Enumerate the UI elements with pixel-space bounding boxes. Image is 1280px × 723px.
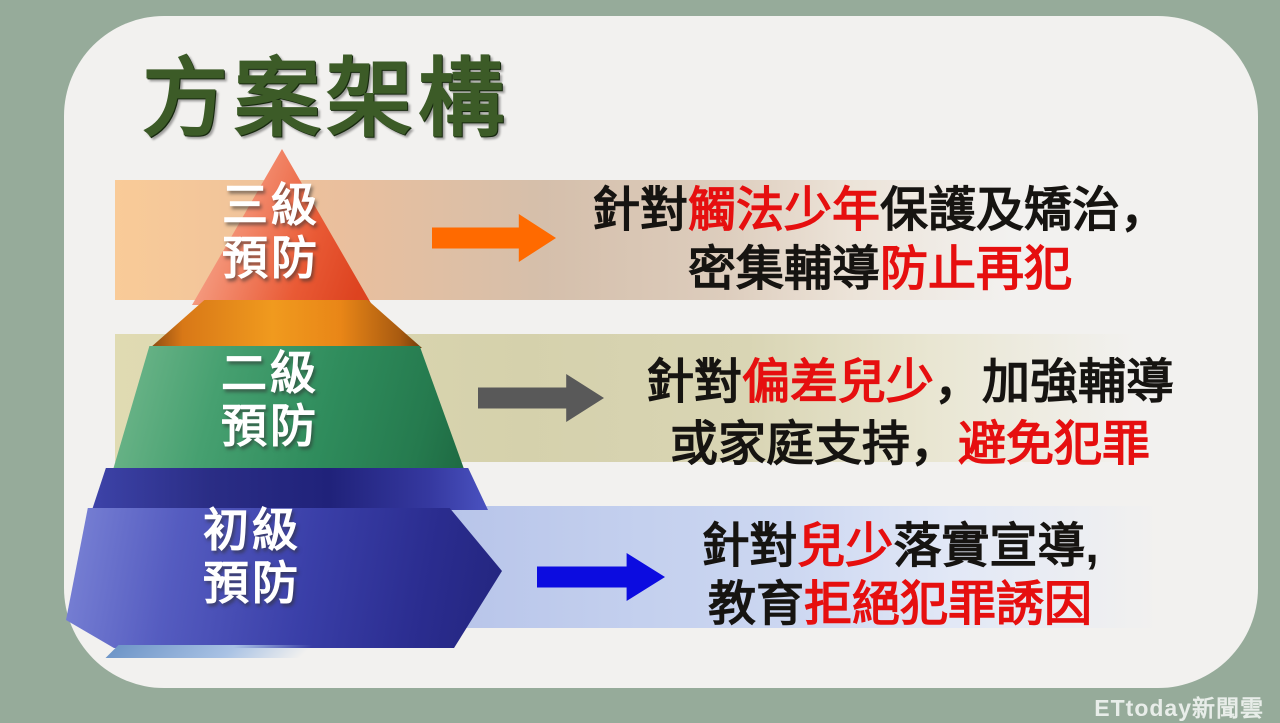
tier-label-line: 初級: [203, 504, 301, 556]
tier-label-primary: 初級 預防: [152, 504, 352, 610]
tier-label-tertiary: 三級 預防: [171, 179, 371, 285]
tier-label-line: 預防: [222, 232, 320, 284]
page-title: 方案架構: [142, 51, 510, 147]
plain-text: 保護及矯治，: [880, 184, 1169, 237]
plain-text: 密集輔導: [687, 243, 880, 296]
description-line: 教育拒絕犯罪誘因: [630, 576, 1170, 634]
plain-text: 落實宣導,: [893, 520, 1099, 573]
plain-text: 教育: [707, 578, 804, 631]
tier-label-line: 三級: [222, 179, 320, 231]
tier-label-line: 二級: [221, 347, 319, 399]
tier-label-line: 預防: [221, 400, 319, 452]
plain-text: 針對: [645, 356, 742, 409]
pyramid-base-shadow: [105, 645, 314, 658]
description-secondary: 針對偏差兒少，加強輔導 或家庭支持，避免犯罪: [585, 352, 1235, 476]
plain-text: 針對: [591, 184, 688, 237]
highlight-text: 防止再犯: [880, 243, 1073, 296]
pyramid-tier-primary: [66, 508, 502, 648]
description-primary: 針對兒少落實宣導, 教育拒絕犯罪誘因: [630, 518, 1170, 634]
pyramid-tier-primary-top-face: [92, 468, 488, 510]
tier-label-secondary: 二級 預防: [170, 347, 370, 453]
highlight-text: 拒絕犯罪誘因: [804, 578, 1093, 631]
pyramid-tier-secondary: [110, 346, 468, 480]
highlight-text: 避免犯罪: [958, 418, 1151, 471]
description-line: 針對觸法少年保護及矯治，: [545, 181, 1215, 240]
description-line: 或家庭支持，避免犯罪: [585, 414, 1235, 476]
highlight-text: 偏差兒少: [741, 356, 934, 409]
ettoday-watermark: ETtoday新聞雲: [1094, 695, 1264, 721]
plain-text: 針對: [701, 520, 798, 573]
plain-text: ，加強輔導: [934, 356, 1175, 409]
description-line: 針對兒少落實宣導,: [630, 518, 1170, 576]
tier-label-line: 預防: [203, 557, 301, 609]
description-tertiary: 針對觸法少年保護及矯治， 密集輔導防止再犯: [545, 181, 1215, 299]
plain-text: 或家庭支持，: [669, 418, 958, 471]
description-line: 密集輔導防止再犯: [545, 240, 1215, 299]
highlight-text: 兒少: [797, 520, 894, 573]
description-line: 針對偏差兒少，加強輔導: [585, 352, 1235, 414]
highlight-text: 觸法少年: [687, 184, 880, 237]
